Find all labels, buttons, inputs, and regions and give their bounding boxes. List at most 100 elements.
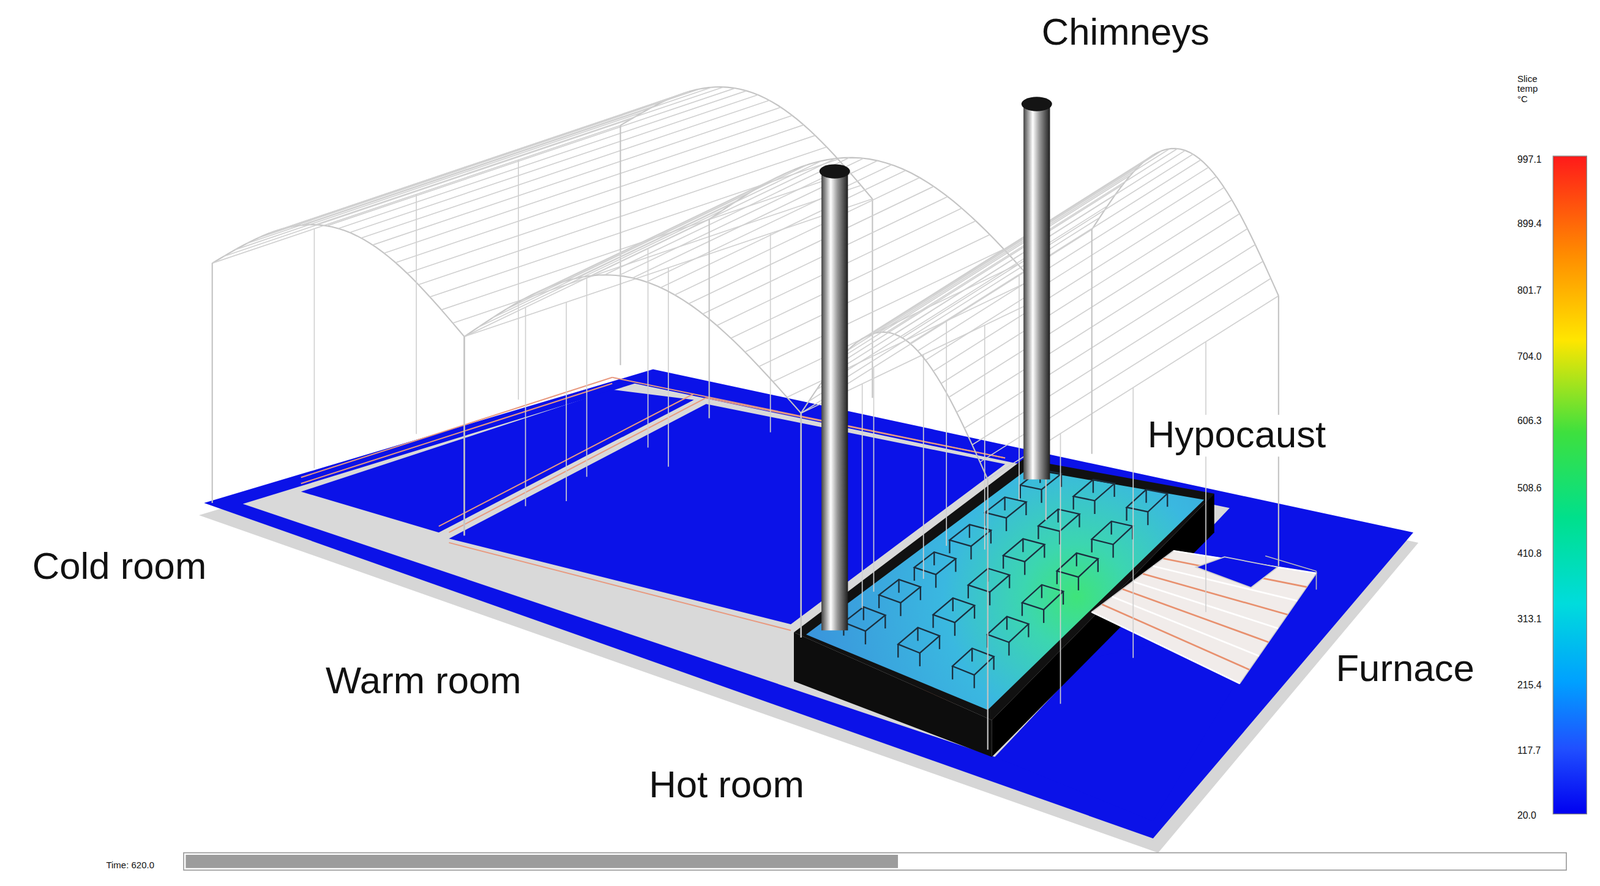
wall-post — [565, 302, 567, 502]
vault-rib — [744, 234, 990, 352]
vault-rib — [372, 107, 782, 245]
wall-post — [861, 383, 864, 609]
pila-leg — [913, 567, 916, 581]
wall-post — [314, 228, 316, 469]
vault-rib — [660, 170, 906, 288]
pila-leg — [948, 540, 950, 554]
wall-post — [667, 268, 670, 468]
room-label: Hypocaust — [1145, 414, 1328, 457]
wall-post — [415, 194, 417, 435]
room-label: Warm room — [323, 661, 524, 703]
wall-outline — [301, 383, 613, 484]
pila-leg — [1002, 555, 1004, 570]
pila-leg — [952, 598, 954, 612]
wall-post — [923, 354, 925, 580]
chimney-pipe — [821, 171, 848, 631]
pila — [1022, 585, 1064, 611]
color-bar — [1552, 156, 1587, 815]
vault-rib — [646, 164, 892, 283]
room-label: Cold room — [29, 546, 209, 589]
tick-value: 606.3 — [1515, 416, 1544, 427]
pila-leg — [970, 546, 972, 561]
pila-leg — [1112, 544, 1114, 559]
pila-leg — [1092, 479, 1094, 494]
wall-post — [945, 321, 947, 546]
wall-post — [1018, 275, 1020, 501]
furnace-flue — [1101, 604, 1250, 671]
room-label: Hot room — [646, 765, 807, 807]
pila-leg — [1024, 561, 1026, 576]
vault-rib — [948, 213, 1240, 398]
vault-rib — [964, 244, 1256, 429]
pila-leg — [1097, 558, 1099, 573]
pila-leg — [971, 648, 973, 663]
vault-rib — [548, 170, 794, 288]
wall-post — [1205, 341, 1207, 613]
pila-leg — [1040, 489, 1042, 504]
pila-leg — [1076, 553, 1078, 567]
pila-leg — [1037, 525, 1039, 540]
scale-title: Slice temp °C — [1515, 74, 1551, 105]
wireframe — [212, 86, 1279, 750]
vault-rib — [576, 160, 822, 279]
pila-leg — [935, 574, 937, 589]
pila-leg — [863, 607, 865, 621]
vault-rib — [478, 209, 723, 328]
pila-leg — [992, 656, 995, 671]
furnace-flue — [1112, 596, 1260, 657]
pila-leg — [897, 644, 899, 658]
pila-leg — [967, 585, 969, 599]
pila-leg — [1008, 642, 1010, 657]
vault-arch — [464, 274, 802, 414]
chimney-cap — [819, 164, 851, 179]
pila-leg — [1027, 624, 1029, 638]
pila-leg — [1019, 485, 1021, 499]
pila-leg — [1062, 591, 1064, 605]
tick-value: 410.8 — [1515, 549, 1544, 560]
floor-blue — [203, 369, 1414, 839]
vault-arch — [212, 224, 465, 337]
wall-post — [800, 413, 802, 638]
pila-leg — [916, 628, 919, 642]
vault-rib — [452, 185, 862, 324]
vault-rib — [839, 175, 1131, 359]
vault-arch — [1091, 148, 1279, 297]
pila-leg — [938, 635, 941, 650]
vault-rib — [384, 115, 793, 254]
wall-post — [620, 125, 622, 366]
wall-post — [1091, 229, 1093, 455]
pila-leg — [884, 615, 886, 629]
time-label: Time: 620.0 — [104, 861, 157, 872]
vault-rib — [292, 88, 701, 227]
vault-rib — [674, 177, 920, 296]
pila — [897, 628, 940, 654]
pila-leg — [1078, 514, 1080, 528]
vault-rib — [604, 157, 850, 276]
tick-value: 899.4 — [1515, 219, 1544, 230]
wall-post — [647, 248, 649, 448]
vault-rib — [808, 217, 1100, 402]
wall-post — [586, 277, 588, 477]
wall-post — [770, 233, 772, 433]
furnace-body — [1091, 550, 1317, 684]
wall-post — [873, 367, 875, 592]
wall-post — [987, 479, 989, 751]
pila-leg — [933, 552, 935, 566]
pila-leg — [1110, 521, 1113, 535]
pila-leg — [919, 586, 922, 601]
wall-outline — [449, 542, 791, 631]
vault-rib — [688, 186, 934, 305]
furnace-edge — [1265, 556, 1316, 572]
wall-post — [1132, 387, 1134, 658]
pila-leg — [864, 631, 867, 645]
vault-rib — [326, 88, 736, 226]
vault-rib — [590, 158, 836, 277]
furnace-edge — [1315, 571, 1318, 591]
pila-leg — [1003, 497, 1006, 511]
pila-leg — [1147, 512, 1149, 526]
vault-rib — [429, 159, 838, 297]
pila — [843, 607, 886, 632]
pila-leg — [954, 622, 956, 636]
